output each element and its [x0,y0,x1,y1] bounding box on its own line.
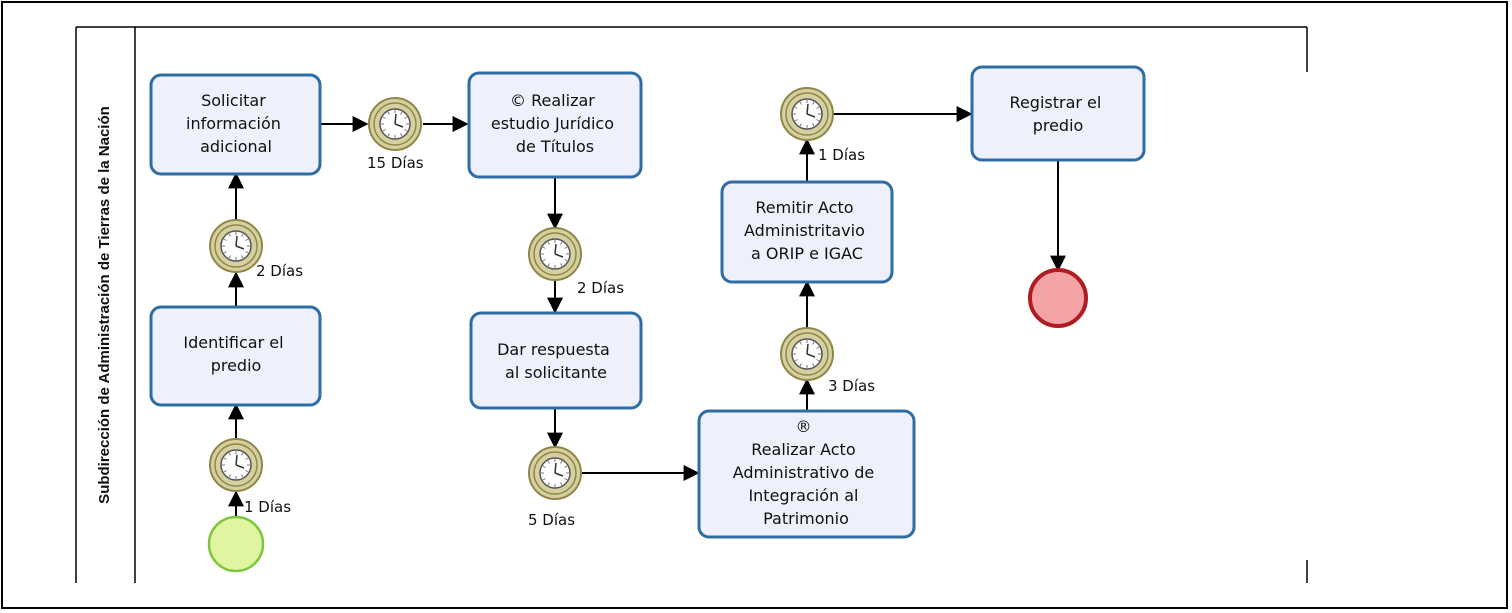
task-estudio-label: © Realizar estudio Jurídico de Títulos [491,91,619,156]
lane-title: Subdirección de Administración de Tierra… [96,106,113,504]
timer-2-dias-identificar[interactable] [209,219,263,273]
timer-label-2-dias-estudio: 2 Días [577,279,624,297]
pool: Subdirección de Administración de Tierra… [75,26,1308,583]
timer-3-dias[interactable] [780,327,834,381]
task-acto[interactable]: ® Realizar Acto Administrativo de Integr… [697,409,916,539]
timer-2-dias-estudio[interactable] [528,227,582,281]
timer-1-dias-remitir[interactable] [780,87,834,141]
task-solicitar[interactable]: Solicitar información adicional [149,73,322,176]
task-remitir[interactable]: Remitir Acto Administritavio a ORIP e IG… [720,180,894,284]
sequence-flows [228,106,1066,520]
task-estudio[interactable]: © Realizar estudio Jurídico de Títulos [467,71,643,179]
timer-label-5-dias: 5 Días [528,511,575,529]
timer-label-15-dias: 15 Días [367,154,424,172]
task-identificar[interactable]: Identificar el predio [149,305,322,407]
timer-labels: 1 Días 2 Días 15 Días 2 Días 5 Días 3 Dí… [244,146,875,529]
timer-label-1-dias-start: 1 Días [244,498,291,516]
timer-1-dias-start[interactable] [209,438,263,492]
timer-label-1-dias-remitir: 1 Días [818,146,865,164]
task-respuesta-label: Dar respuesta al solicitante [497,340,615,382]
task-acto-label: ® Realizar Acto Administrativo de Integr… [733,417,880,528]
task-registrar[interactable]: Registrar el predio [970,65,1146,162]
timer-label-3-dias: 3 Días [828,377,875,395]
timer-15-dias[interactable] [368,97,422,151]
task-identificar-label: Identificar el predio [183,333,288,375]
task-remitir-label: Remitir Acto Administritavio a ORIP e IG… [744,198,870,263]
timer-label-2-dias-identificar: 2 Días [256,262,303,280]
timer-events [209,87,834,500]
timer-5-dias[interactable] [528,446,582,500]
task-respuesta[interactable]: Dar respuesta al solicitante [469,311,643,410]
start-event[interactable] [207,515,265,573]
end-event[interactable] [1028,268,1088,328]
task-registrar-label: Registrar el predio [1010,93,1107,135]
task-solicitar-label: Solicitar información adicional [186,91,286,156]
